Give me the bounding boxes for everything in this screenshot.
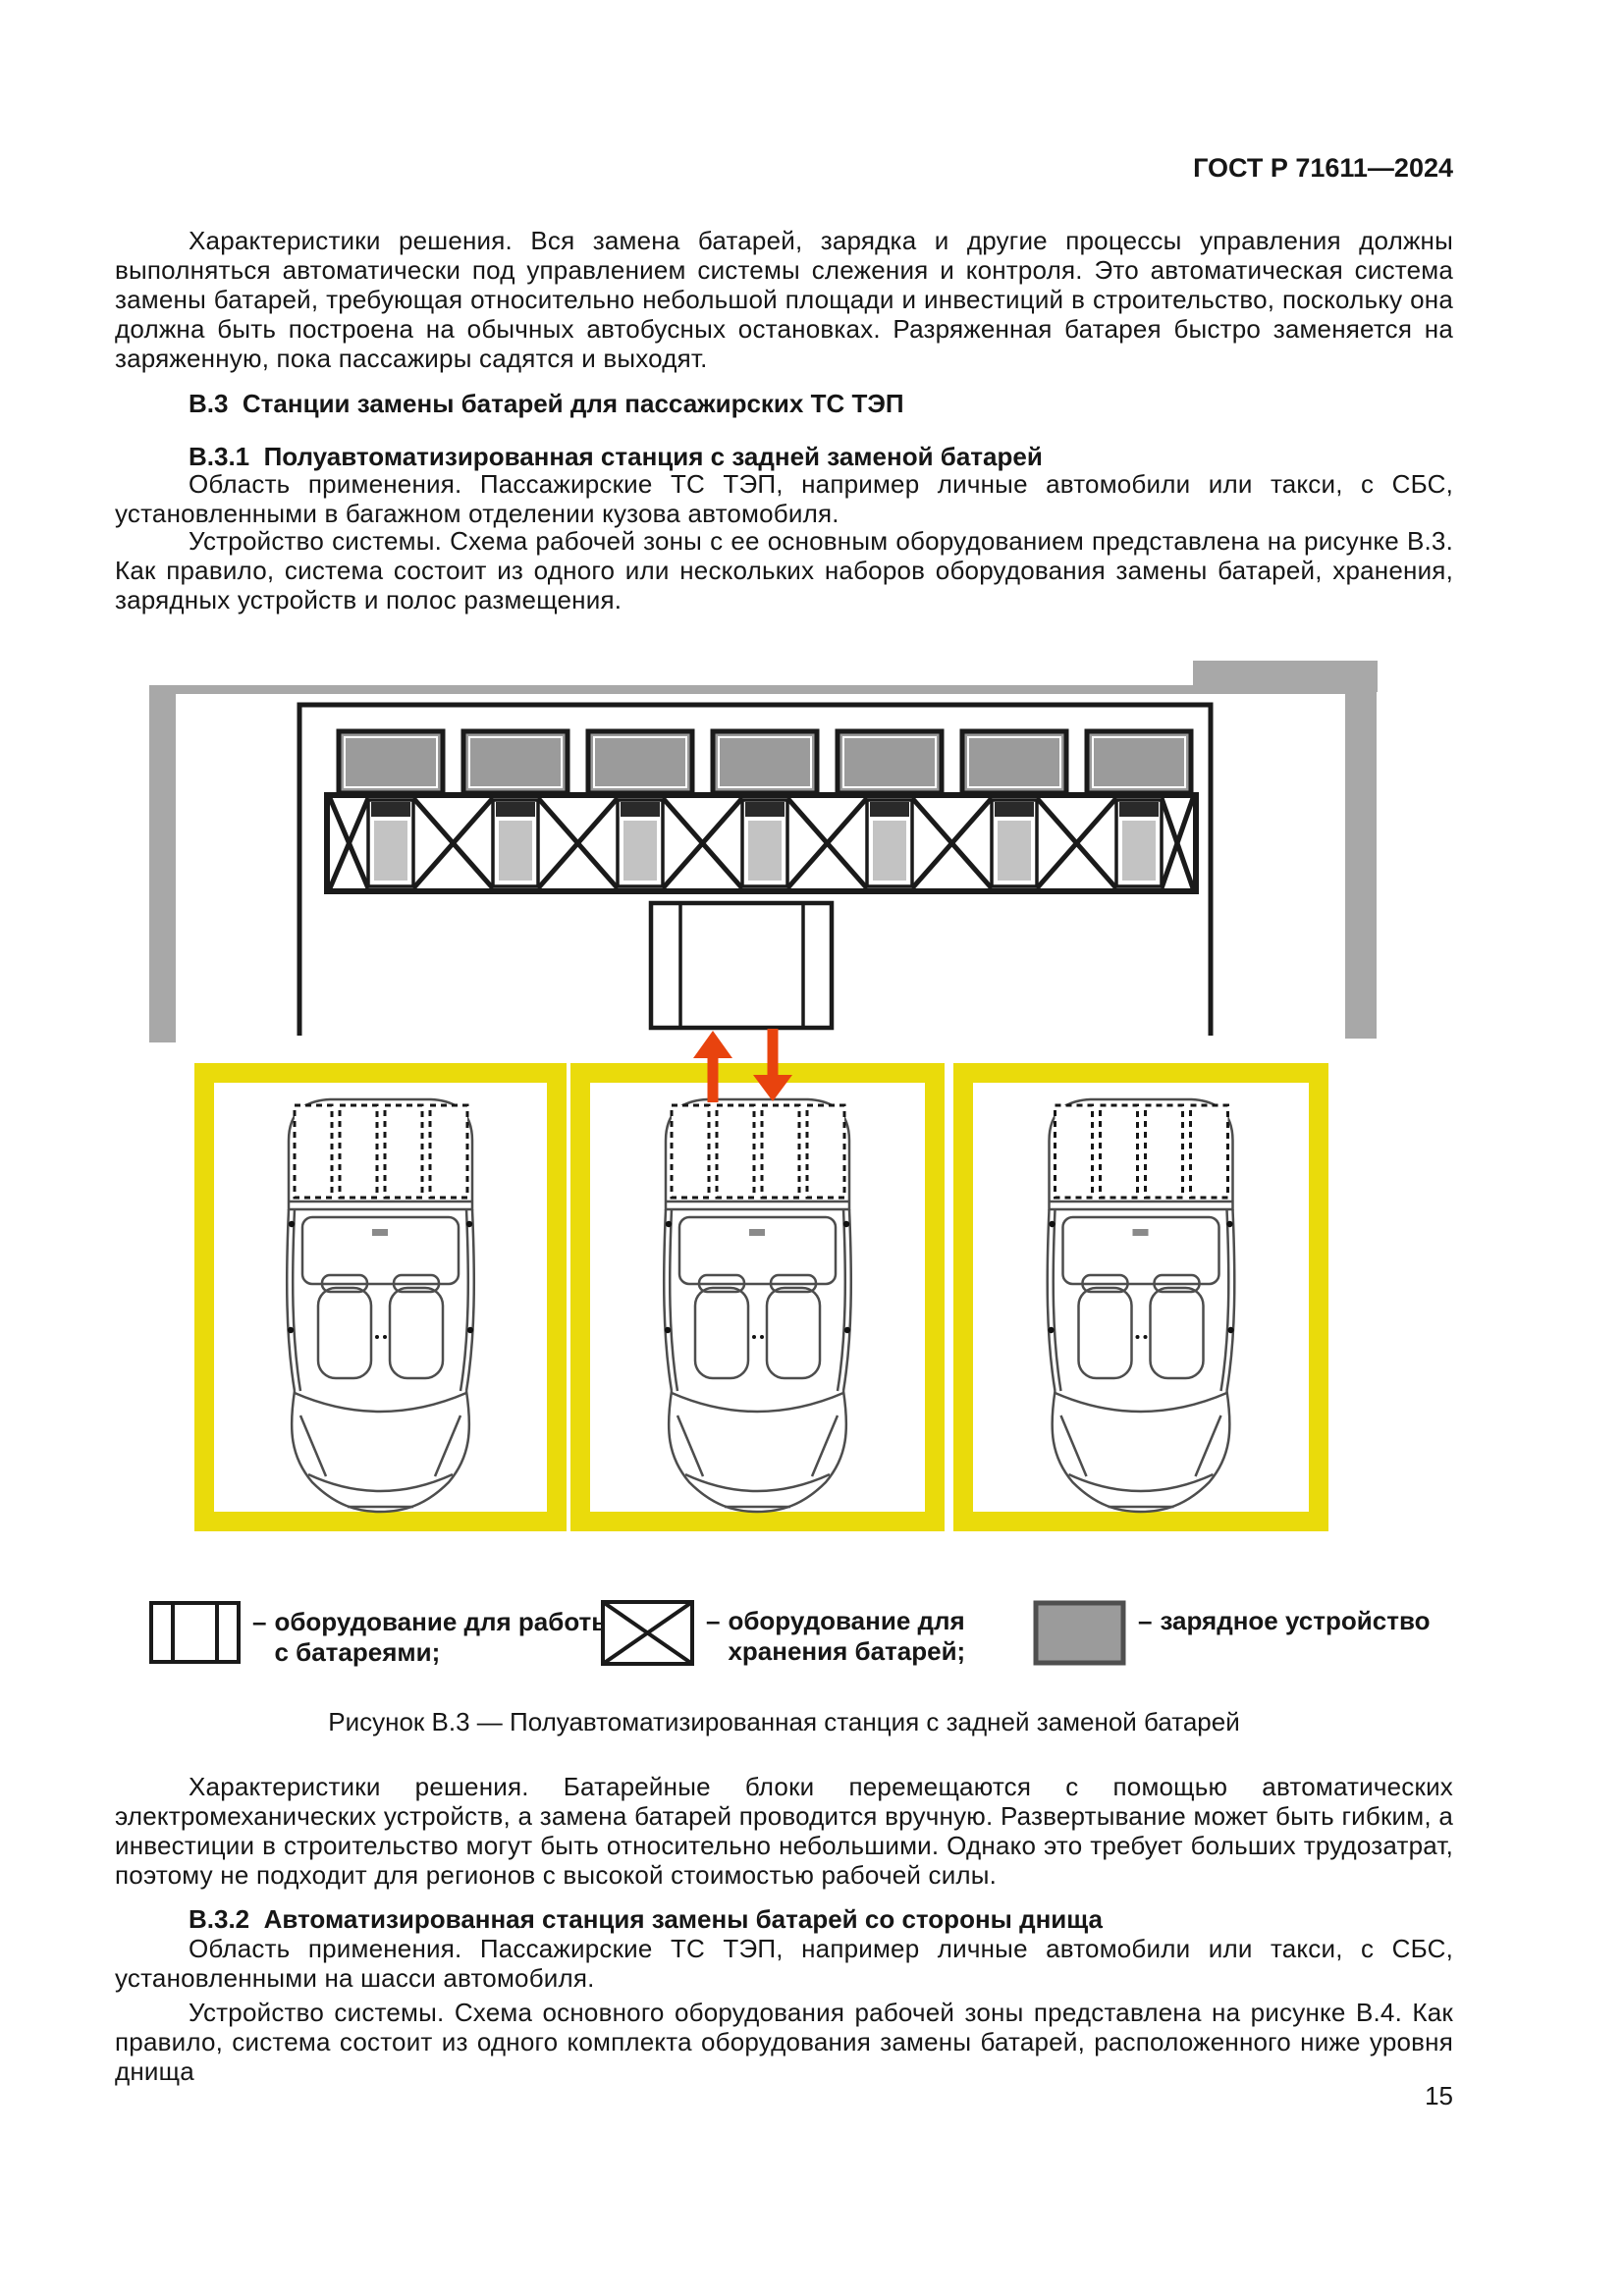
paragraph-system-layout-b3: Устройство системы. Схема рабочей зоны с… bbox=[115, 526, 1453, 614]
paragraph-application-area-chassis: Область применения. Пассажирские ТС ТЭП,… bbox=[115, 1934, 1453, 1993]
storage-x-cells bbox=[327, 796, 1196, 890]
paragraph-solution-characteristics-b31: Характеристики решения. Батарейные блоки… bbox=[115, 1772, 1453, 1890]
battery-slots bbox=[366, 798, 1164, 888]
parking-lane bbox=[953, 1063, 1328, 1531]
battery-slot bbox=[740, 798, 789, 888]
charger-unit bbox=[585, 728, 695, 796]
charger-unit bbox=[710, 728, 820, 796]
legend-label-work-equipment: оборудование для работы с батареями; bbox=[274, 1607, 614, 1667]
battery-down-arrow bbox=[753, 1029, 792, 1101]
car-top-view bbox=[285, 1097, 476, 1514]
battery-slot bbox=[1114, 798, 1164, 888]
charger-unit bbox=[1084, 728, 1194, 796]
legend-dash: – bbox=[706, 1606, 721, 1635]
page-number: 15 bbox=[1425, 2081, 1453, 2110]
legend-dash: – bbox=[252, 1607, 267, 1636]
legend-item-work-equipment: – оборудование для работы с батареями; bbox=[149, 1601, 614, 1668]
figure-caption: Рисунок В.3 — Полуавтоматизированная ста… bbox=[328, 1707, 1240, 1736]
legend-dash: – bbox=[1138, 1606, 1153, 1635]
battery-storage-band bbox=[324, 792, 1199, 894]
parking-lane bbox=[570, 1063, 945, 1531]
wall-left bbox=[149, 685, 176, 1042]
charger-unit bbox=[336, 728, 446, 796]
heading-b31: В.3.1 Полуавтоматизированная станция с з… bbox=[189, 442, 1043, 471]
charger-unit bbox=[460, 728, 570, 796]
charger-unit bbox=[959, 728, 1069, 796]
battery-slot bbox=[491, 798, 540, 888]
charger-symbol-icon bbox=[1033, 1600, 1126, 1666]
paragraph-solution-characteristics-bus: Характеристики решения. Вся замена батар… bbox=[115, 226, 1453, 373]
station-walls bbox=[149, 661, 1378, 1042]
wall-top bbox=[149, 685, 1347, 694]
legend-label-charger: зарядное устройство bbox=[1160, 1606, 1431, 1635]
wall-right bbox=[1345, 661, 1377, 1039]
battery-slot bbox=[865, 798, 914, 888]
battery-slot bbox=[366, 798, 415, 888]
battery-work-equipment bbox=[648, 900, 835, 1031]
heading-b3: В.3 Станции замены батарей для пассажирс… bbox=[189, 389, 904, 418]
paragraph-application-area-trunk: Область применения. Пассажирские ТС ТЭП,… bbox=[115, 469, 1453, 528]
heading-b32: В.3.2 Автоматизированная станция замены … bbox=[189, 1904, 1103, 1934]
battery-slot bbox=[616, 798, 665, 888]
battery-swap-station-diagram bbox=[149, 661, 1378, 1531]
paragraph-system-layout-b4: Устройство системы. Схема основного обор… bbox=[115, 1998, 1453, 2086]
parking-lane bbox=[194, 1063, 567, 1531]
station-boundary-line bbox=[297, 702, 1214, 1036]
parking-lanes bbox=[194, 1063, 1328, 1531]
battery-slot bbox=[990, 798, 1039, 888]
legend-label-storage-equipment: оборудование для хранения батарей; bbox=[728, 1606, 966, 1666]
document-header: ГОСТ Р 71611—2024 bbox=[1193, 153, 1453, 183]
legend-item-charger: – зарядное устройство bbox=[1033, 1600, 1430, 1666]
battery-up-arrow bbox=[693, 1031, 732, 1102]
charger-row bbox=[336, 728, 1194, 796]
storage-equipment-symbol-icon bbox=[601, 1600, 694, 1666]
legend-item-storage-equipment: – оборудование для хранения батарей; bbox=[601, 1600, 965, 1667]
car-top-view bbox=[1046, 1097, 1236, 1514]
car-top-view bbox=[662, 1097, 853, 1514]
charger-unit bbox=[835, 728, 945, 796]
work-equipment-symbol-icon bbox=[149, 1601, 241, 1664]
